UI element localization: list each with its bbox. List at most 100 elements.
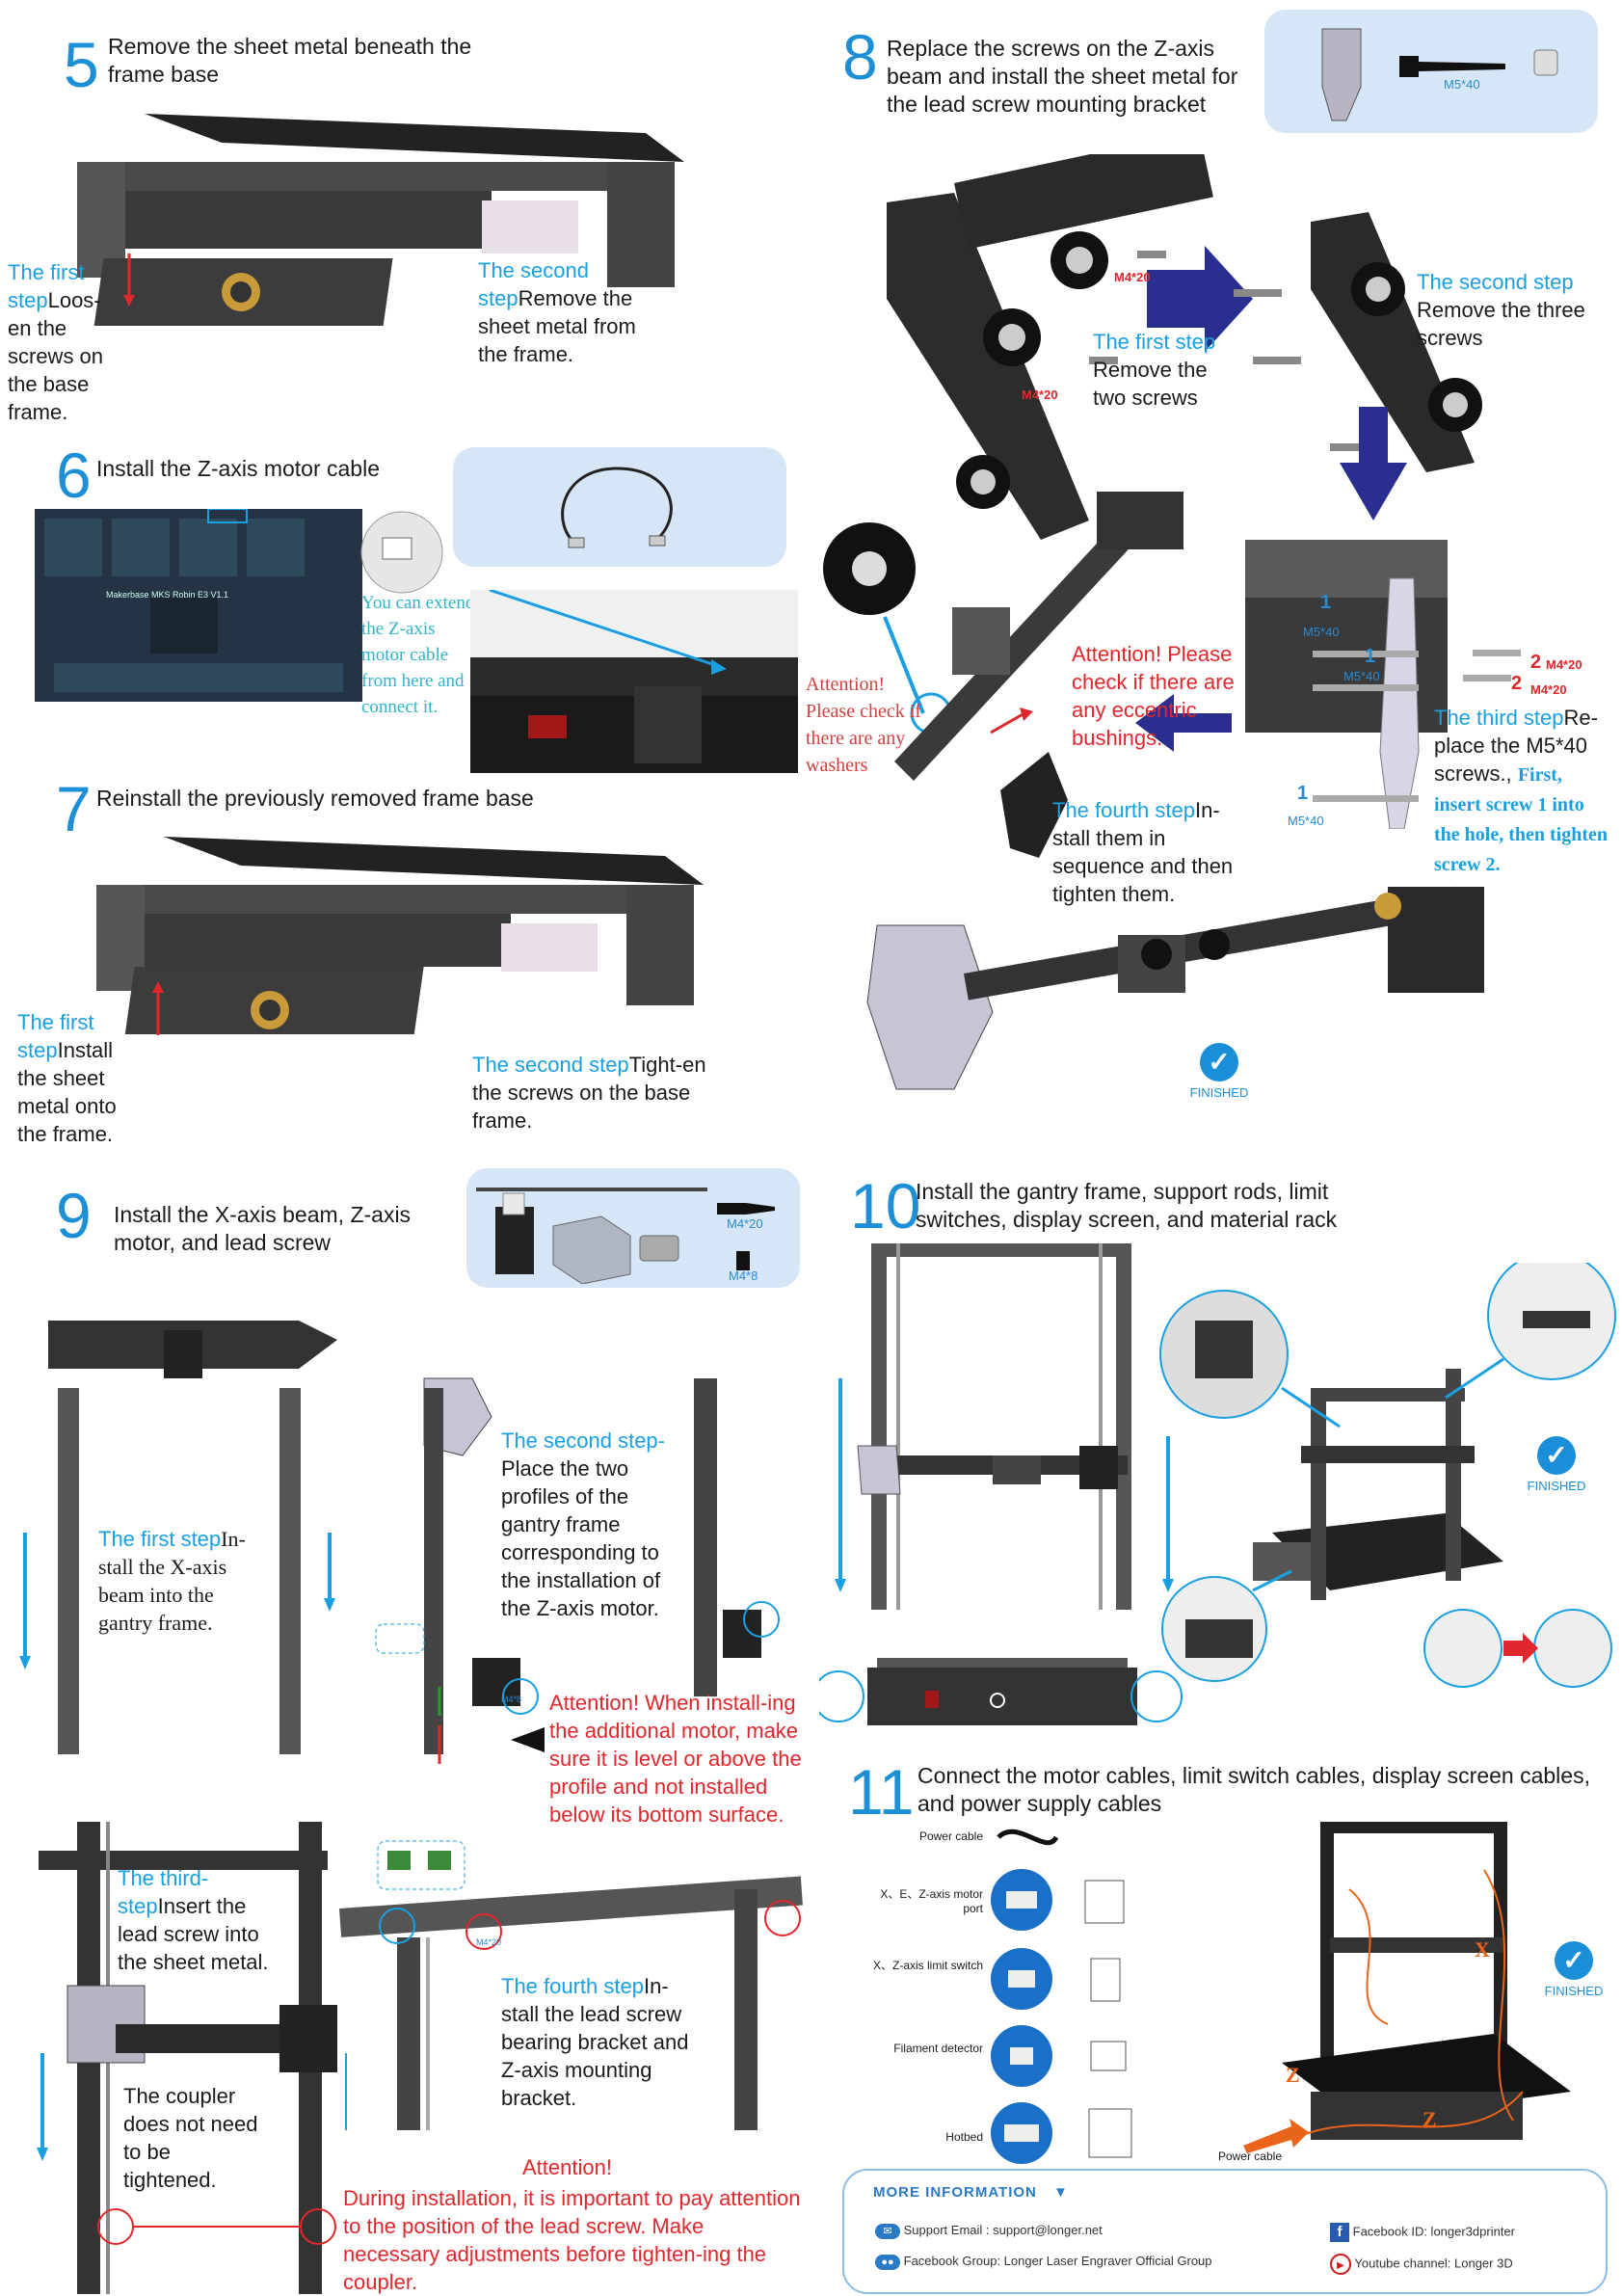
axis-z-label-1: Z [1286, 2063, 1300, 2087]
step11-number: 11 [848, 1756, 915, 1828]
step8-third-note: First, insert screw 1 into the hole, the… [1434, 764, 1608, 875]
cable-row-filament-detector: Filament detector [893, 2042, 983, 2055]
step8-finished-text: FINISHED [1189, 1085, 1249, 1100]
step8-number: 8 [842, 21, 878, 93]
motor-port-icon [991, 1869, 1125, 1931]
step8-parts-panel: M5*40 [1264, 10, 1598, 133]
step5-second-label: The second step [478, 258, 589, 310]
step7-second-step: The second stepTight-en the screws on th… [472, 1051, 713, 1135]
more-info-header[interactable]: MORE INFORMATION ▼ [873, 2184, 1069, 2201]
step8-second-text: Remove the three screws [1417, 298, 1585, 350]
checkmark-icon: ✓ [1555, 1941, 1593, 1980]
step9-first-label: The first step [98, 1527, 222, 1551]
power-cable-label: Power cable [1217, 2149, 1282, 2163]
step8-top-illustration [887, 154, 1482, 540]
step8-fourth-label: The fourth step [1052, 798, 1195, 822]
step9-coupler-note: The coupler does not need to be tightene… [123, 2084, 258, 2192]
step9-xaxis-illustration [19, 1321, 337, 1754]
screw-number-2b: 2 [1511, 673, 1523, 694]
cable-row-motor-port: X、E、Z-axis motor port [880, 1887, 983, 1915]
mainboard-illustration [35, 509, 362, 702]
step9-fourth-text: In-stall the lead screw bearing bracket … [501, 1974, 689, 2110]
step8-mid-illustration [823, 492, 1232, 858]
step10-title: Install the gantry frame, support rods, … [916, 1179, 1338, 1232]
step9-second-label: The second step- [501, 1428, 665, 1453]
step8-third-label: The third step [1434, 706, 1564, 730]
step5-title: Remove the sheet metal beneath the frame… [108, 34, 472, 87]
step8-first-label: The first step [1093, 330, 1216, 354]
step10-finished-badge: ✓ FINISHED [1513, 1436, 1600, 1493]
step7-first-step: The first stepInstall the sheet metal on… [17, 1008, 125, 1148]
support-email-text: Support Email : support@longer.net [903, 2223, 1103, 2237]
step9-fourth-label: The fourth step [501, 1974, 644, 1998]
step9-parts-panel: M4*20 M4*8 [466, 1168, 800, 1288]
step8-third-step: The third stepRe-place the M5*40 screws.… [1434, 704, 1608, 879]
m420-label-1: M4*20 [1114, 270, 1151, 284]
step7-first-label: The first step [17, 1010, 94, 1062]
step6-motor-illustration [470, 590, 798, 773]
more-information-box: MORE INFORMATION ▼ ✉ Support Email : sup… [842, 2169, 1608, 2294]
facebook-id-text: Facebook ID: longer3dprinter [1352, 2224, 1515, 2239]
step7-illustration [96, 837, 704, 1035]
checkmark-icon: ✓ [1200, 1043, 1238, 1081]
step9-m420-label: M4*20 [476, 1937, 502, 1947]
step9-first-text: In-stall the X-axis beam into the gantry… [98, 1527, 246, 1635]
step11-finished-badge: ✓ FINISHED [1530, 1941, 1617, 1998]
step8-first-text: Remove the two screws [1093, 358, 1208, 410]
step8-washer-attention: Attention! Please check if there are any… [806, 674, 921, 776]
step9-fourth-step: The fourth stepIn-stall the lead screw b… [501, 1972, 694, 2112]
step7-second-label: The second step [472, 1053, 629, 1077]
step6-cable-panel [453, 447, 786, 567]
step10-assembled-illustration [1159, 1263, 1616, 1688]
step9-third-text: Insert the lead screw into the sheet met… [118, 1894, 269, 1974]
chevron-down-icon: ▼ [1053, 2184, 1069, 2201]
step9-attention: Attention! When install-ing the addition… [549, 1691, 802, 1827]
step6-note: You can extend the Z-axis motor cable fr… [361, 593, 475, 717]
facebook-id[interactable]: f Facebook ID: longer3dprinter [1330, 2223, 1515, 2242]
filament-detector-icon [991, 2025, 1127, 2087]
step9-bracket-illustration [339, 1840, 803, 2130]
youtube-text: Youtube channel: Longer 3D [1354, 2256, 1513, 2271]
screw-number-1a: 1 [1320, 592, 1332, 613]
m420-label-3: M4*20 [1546, 657, 1582, 672]
limit-switch-icon [991, 1948, 1121, 2010]
m540-label-3: M5*40 [1288, 814, 1324, 828]
step8-second-label: The second step [1417, 270, 1574, 294]
motor-block-parts-icon [476, 1188, 775, 1284]
step9-number: 9 [56, 1180, 92, 1251]
facebook-group[interactable]: ●● Facebook Group: Longer Laser Engraver… [875, 2254, 1212, 2270]
screw-number-1c: 1 [1297, 783, 1309, 804]
step5-first-step: The first stepLoos-en the screws on the … [8, 258, 116, 426]
step10-gantry-illustration [819, 1243, 1183, 1725]
step8-zoom-frame [1245, 540, 1521, 829]
axis-x-label: X [1475, 1937, 1490, 1962]
mainboard-label: Makerbase MKS Robin E3 V1.1 [106, 590, 229, 600]
step6-number: 6 [56, 440, 92, 511]
panel-m48-label: M4*8 [729, 1268, 758, 1283]
mail-icon: ✉ [875, 2223, 900, 2239]
step11-title: Connect the motor cables, limit switch c… [917, 1763, 1590, 1816]
support-email[interactable]: ✉ Support Email : support@longer.net [875, 2223, 1103, 2239]
step6-title: Install the Z-axis motor cable [96, 456, 381, 481]
step5-number: 5 [64, 29, 99, 100]
step11-finished-text: FINISHED [1544, 1984, 1604, 1998]
step9-third-label: The third-step [118, 1866, 209, 1918]
facebook-group-text: Facebook Group: Longer Laser Engraver Of… [903, 2254, 1212, 2268]
step8-fourth-text: In-stall them in sequence and then tight… [1052, 798, 1234, 906]
m420-label-2: M4*20 [1022, 387, 1058, 402]
connector-zoom-circle [360, 511, 443, 594]
step9-title: Install the X-axis beam, Z-axis motor, a… [114, 1202, 412, 1255]
step7-first-text: Install the sheet metal onto the frame. [17, 1038, 117, 1146]
cable-row-power: Power cable [918, 1829, 983, 1843]
youtube-channel[interactable]: ▶ Youtube channel: Longer 3D [1330, 2254, 1513, 2275]
step5-second-text: Remove the sheet metal from the frame. [478, 286, 636, 366]
step5-illustration [77, 114, 684, 326]
step10-finished-text: FINISHED [1527, 1479, 1586, 1493]
step9-second-step: The second step-Place the two profiles o… [501, 1427, 684, 1622]
bracket-and-screw-icon [1321, 28, 1558, 121]
cable-row-hotbed: Hotbed [945, 2130, 983, 2144]
facebook-icon: f [1330, 2223, 1349, 2242]
step7-number: 7 [56, 773, 92, 844]
